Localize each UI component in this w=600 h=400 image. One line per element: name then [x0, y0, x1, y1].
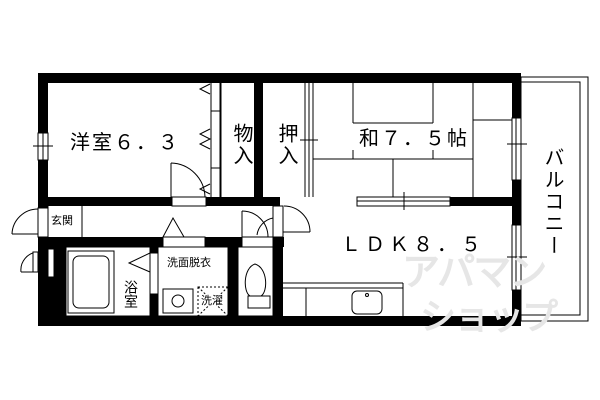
outer-walls: [38, 73, 521, 326]
room-label-closet: 押入: [275, 123, 299, 167]
left-window: [33, 132, 53, 161]
toilet-room: [237, 246, 274, 317]
room-label-washroom: 洗面脱衣: [167, 256, 211, 269]
closet-sliders: [300, 83, 318, 197]
room-label-bathroom: 浴室: [122, 280, 138, 308]
interior-walls: [48, 83, 512, 326]
room-label-japanese: 和７．５帖: [357, 126, 471, 150]
bathtub: [65, 246, 151, 317]
watermark-line1: アパマン: [402, 250, 547, 294]
washroom-door: [162, 216, 206, 248]
toilet-door: [241, 210, 274, 248]
tatami-lines: [313, 83, 512, 197]
bathroom-side-door: [20, 248, 55, 278]
right-windows: [507, 117, 527, 291]
room-label-storage: 物入: [230, 123, 254, 167]
storage-bifold: [198, 83, 221, 197]
room-label-ldk: ＬＤＫ８．５: [341, 232, 485, 256]
japanese-room-slider: [356, 192, 451, 210]
western-room-door: [170, 162, 207, 207]
ldk-door: [256, 205, 311, 238]
room-label-balcony: バルコニー: [541, 147, 565, 257]
room-label-laundry: 洗濯: [201, 294, 223, 307]
entrance-area: [11, 206, 83, 238]
watermark-line2: ショップ: [420, 297, 558, 338]
kitchen-counter: [283, 282, 404, 316]
room-label-entrance: 玄関: [51, 214, 73, 227]
room-label-western: 洋室６．３: [70, 130, 180, 154]
